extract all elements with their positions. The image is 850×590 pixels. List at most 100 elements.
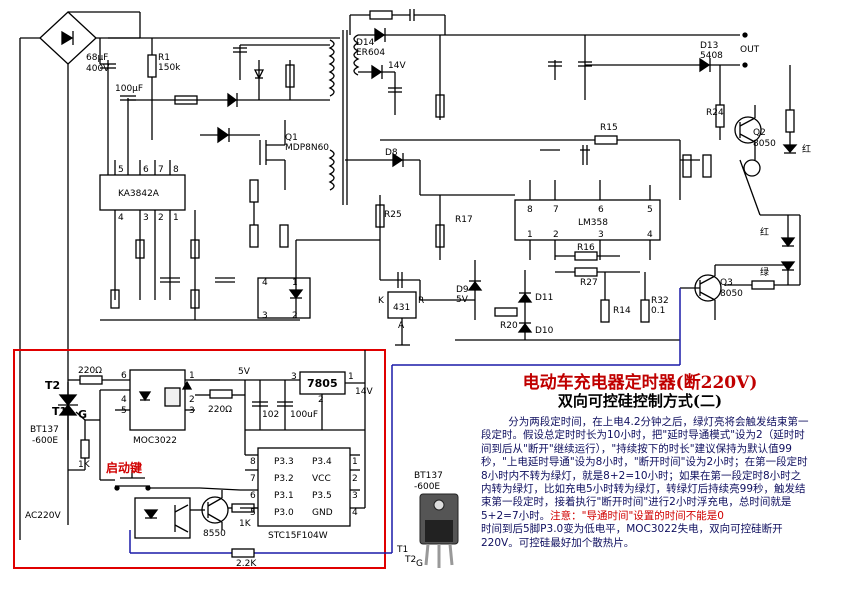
label-bt137: BT137 — [30, 425, 59, 435]
label-p32: P3.2 — [274, 474, 294, 484]
label-pkg-t2: T2 — [404, 555, 416, 565]
label-r1: R1 — [158, 53, 170, 63]
label-p30: P3.0 — [274, 508, 294, 518]
timer-circuit — [19, 350, 366, 558]
label-d14: D14 — [356, 38, 375, 48]
blue-signal-wire — [129, 288, 681, 554]
label-431: 431 — [393, 303, 410, 313]
label-q3: Q3 — [720, 278, 733, 288]
label-gnd: GND — [312, 508, 333, 518]
label-er604: ER604 — [356, 48, 385, 58]
label-r1-val: 150k — [158, 63, 181, 73]
label-d8: D8 — [385, 148, 398, 158]
svg-text:1: 1 — [173, 213, 179, 223]
svg-text:2: 2 — [352, 474, 358, 484]
svg-text:7: 7 — [553, 205, 559, 215]
svg-text:3: 3 — [352, 491, 358, 501]
label-red-led1: 红 — [802, 143, 811, 155]
svg-text:1: 1 — [292, 278, 298, 288]
diagram-subtitle: 双向可控硅控制方式(二) — [557, 392, 723, 410]
lm358-ic — [514, 199, 661, 241]
label-cap-100uf: 100μF — [115, 84, 143, 94]
label-g: G — [78, 408, 87, 421]
label-14v-b: 14V — [355, 387, 373, 397]
svg-text:2: 2 — [318, 395, 324, 405]
label-p33: P3.3 — [274, 457, 294, 467]
svg-text:2: 2 — [189, 395, 195, 405]
label-r14: R14 — [613, 306, 631, 316]
label-q1-val: MDP8N60 — [285, 143, 329, 153]
label-r32: R32 — [651, 296, 669, 306]
label-d11: D11 — [535, 293, 553, 303]
svg-text:3: 3 — [598, 230, 604, 240]
optocoupler-bottom — [134, 497, 191, 539]
start-key-label: 启动键 — [106, 461, 143, 475]
label-moc3022: MOC3022 — [133, 436, 177, 446]
bt137-package-icon — [419, 493, 459, 568]
svg-text:5: 5 — [250, 508, 256, 518]
optocoupler-feedback — [257, 277, 311, 319]
label-t2: T2 — [45, 379, 60, 392]
svg-text:2: 2 — [292, 311, 298, 321]
label-pkg-g: G — [416, 559, 423, 569]
svg-text:4: 4 — [647, 230, 653, 240]
label-d13: D13 — [700, 41, 718, 51]
svg-text:8: 8 — [173, 165, 179, 175]
label-220-ohm-b: 220Ω — [208, 405, 232, 415]
label-d10: D10 — [535, 326, 554, 336]
label-d9: D9 — [456, 285, 469, 295]
label-q3-val: 8050 — [720, 289, 743, 299]
label-ac220v: AC220V — [25, 511, 61, 521]
description-text: 分为两段定时间，在上电4.2分钟之后，绿灯亮将会触发结束第一段定时。假设总定时时… — [481, 416, 811, 550]
label-r: R — [418, 296, 424, 306]
svg-text:8: 8 — [527, 205, 533, 215]
svg-text:6: 6 — [121, 371, 127, 381]
label-lm358: LM358 — [578, 218, 608, 228]
svg-text:7: 7 — [158, 165, 164, 175]
label-cap-68uf: 68μF — [86, 53, 108, 63]
label-p31: P3.1 — [274, 491, 294, 501]
moc3022-optotriac — [129, 369, 186, 431]
svg-text:3: 3 — [189, 406, 195, 416]
label-k: K — [378, 296, 385, 306]
r1-resistor — [147, 54, 157, 78]
label-a: A — [398, 321, 405, 331]
description-main: 分为两段定时间，在上电4.2分钟之后，绿灯亮将会触发结束第一段定时。假设总定时时… — [481, 416, 809, 522]
label-p35: P3.5 — [312, 491, 332, 501]
label-t1: T1 — [52, 405, 67, 418]
svg-text:5: 5 — [121, 406, 127, 416]
label-8550: 8550 — [203, 529, 226, 539]
svg-text:2: 2 — [553, 230, 559, 240]
svg-text:4: 4 — [118, 213, 124, 223]
label-q1: Q1 — [285, 133, 298, 143]
label-600e: -600E — [32, 436, 58, 446]
svg-text:1: 1 — [348, 372, 354, 382]
label-bt137-pkg: BT137 — [414, 471, 443, 481]
label-d13-val: 5408 — [700, 51, 723, 61]
svg-text:3: 3 — [291, 372, 297, 382]
svg-text:1: 1 — [189, 371, 195, 381]
svg-text:1: 1 — [352, 457, 358, 467]
description-note: 注意："导通时间"设置的时间不能是0 — [550, 509, 724, 522]
label-pkg-t1: T1 — [396, 545, 408, 555]
svg-text:6: 6 — [143, 165, 149, 175]
label-1k-a: 1K — [78, 460, 91, 470]
diagram-title: 电动车充电器定时器(断220V) — [522, 373, 758, 393]
svg-text:5: 5 — [118, 165, 124, 175]
label-q2: Q2 — [753, 128, 766, 138]
label-out: OUT — [740, 45, 760, 55]
svg-text:3: 3 — [262, 311, 268, 321]
svg-text:4: 4 — [352, 508, 358, 518]
label-7805: 7805 — [307, 377, 338, 390]
label-5v: 5V — [456, 295, 469, 305]
label-c100uf: 100uF — [290, 410, 318, 420]
label-r24: R24 — [706, 108, 724, 118]
label-400v: 400V — [86, 64, 110, 74]
label-green-led: 绿 — [760, 266, 769, 278]
label-p34: P3.4 — [312, 457, 332, 467]
label-14v-top: 14V — [388, 61, 406, 71]
label-r17: R17 — [455, 215, 473, 225]
label-stc15f104w: STC15F104W — [268, 531, 328, 541]
svg-text:6: 6 — [250, 491, 256, 501]
